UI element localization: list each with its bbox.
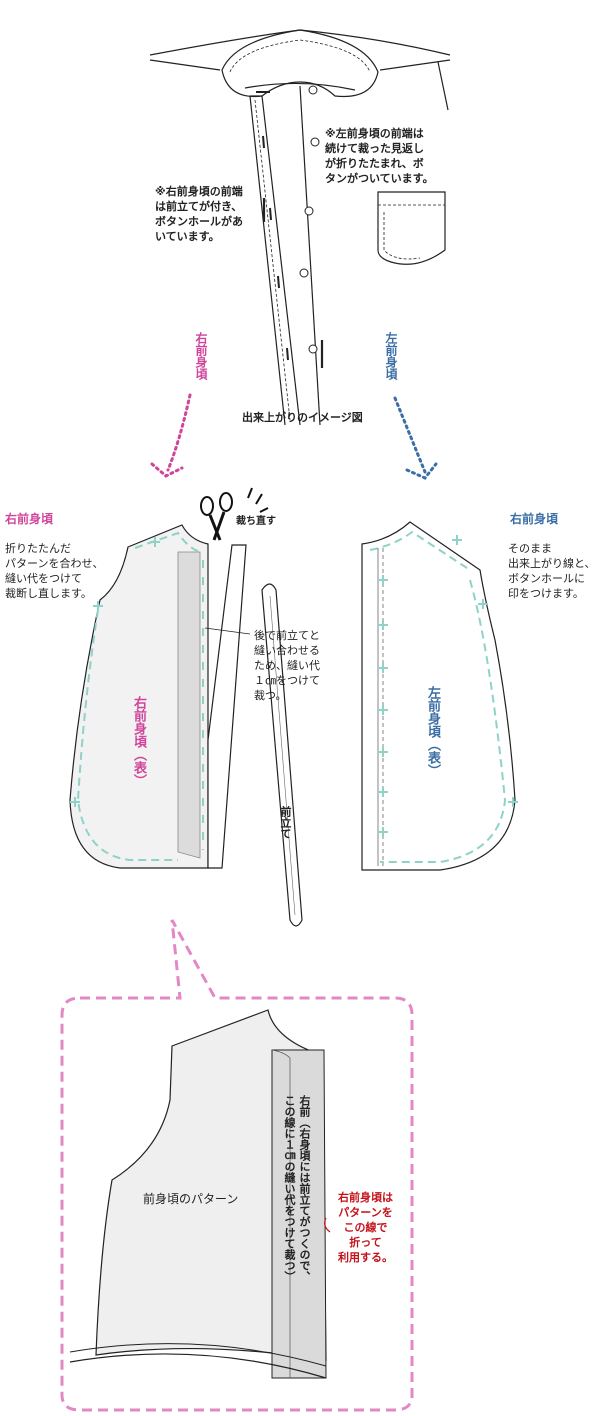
image-caption: 出来上がりのイメージ図	[242, 411, 363, 424]
left-front-arrow	[393, 396, 438, 480]
right-front-piece	[69, 524, 209, 869]
right-front-arrow	[150, 393, 192, 478]
shirt-buttons	[299, 85, 320, 354]
left-front-piece	[361, 521, 516, 871]
scissors-icon	[200, 487, 269, 541]
callout-box	[60, 919, 414, 1412]
left-front-piece-label: 左前身頃（表）	[425, 686, 440, 777]
left-front-heading: 右前身頃	[510, 512, 559, 526]
placket-piece	[261, 583, 303, 927]
buttonhole-marks	[70, 535, 518, 837]
strip-instruction: 右前（右身頃には前立てがつくので、 この線に１㎝の縫い代をつけて裁つ）	[283, 1095, 311, 1282]
arrow-label-left-front: 左前身頃	[384, 332, 398, 380]
placket-label: 前立て	[279, 806, 292, 839]
right-front-description: 折りたたんだ パターンを合わせ、 縫い代をつけて 裁断し直します。	[5, 542, 104, 600]
right-front-heading: 右前身頃	[5, 512, 54, 526]
placket-strip-cut	[207, 544, 247, 869]
arrow-label-right-front: 右前身頃	[194, 332, 208, 380]
fold-note: 右前身頃は パターンを この線で 折って 利用する。	[338, 1191, 393, 1264]
shirt-buttonholes	[256, 91, 289, 361]
finished-shirt-illustration	[149, 29, 451, 426]
front-pattern	[69, 1009, 327, 1379]
left-front-description: そのまま 出来上がり線と、 ボタンホールに 印をつけます。	[508, 542, 596, 600]
note-left-front: ※左前身頃の前端は 続けて裁った見返し が折りたたまれ、ボ タンがついています。	[325, 127, 434, 185]
note-right-front: ※右前身頃の前端 は前立てが付き、 ボタンホールがあ いています。	[155, 185, 243, 243]
pattern-label: 前身頃のパターン	[143, 1192, 239, 1206]
seam-allowance-note: 後で前立てと 縫い合わせる ため、縫い代 １㎝をつけて 裁つ。	[254, 629, 320, 702]
right-front-piece-label: 右前身頃（表）	[131, 696, 146, 787]
recut-label: 裁ち直す	[236, 516, 276, 527]
